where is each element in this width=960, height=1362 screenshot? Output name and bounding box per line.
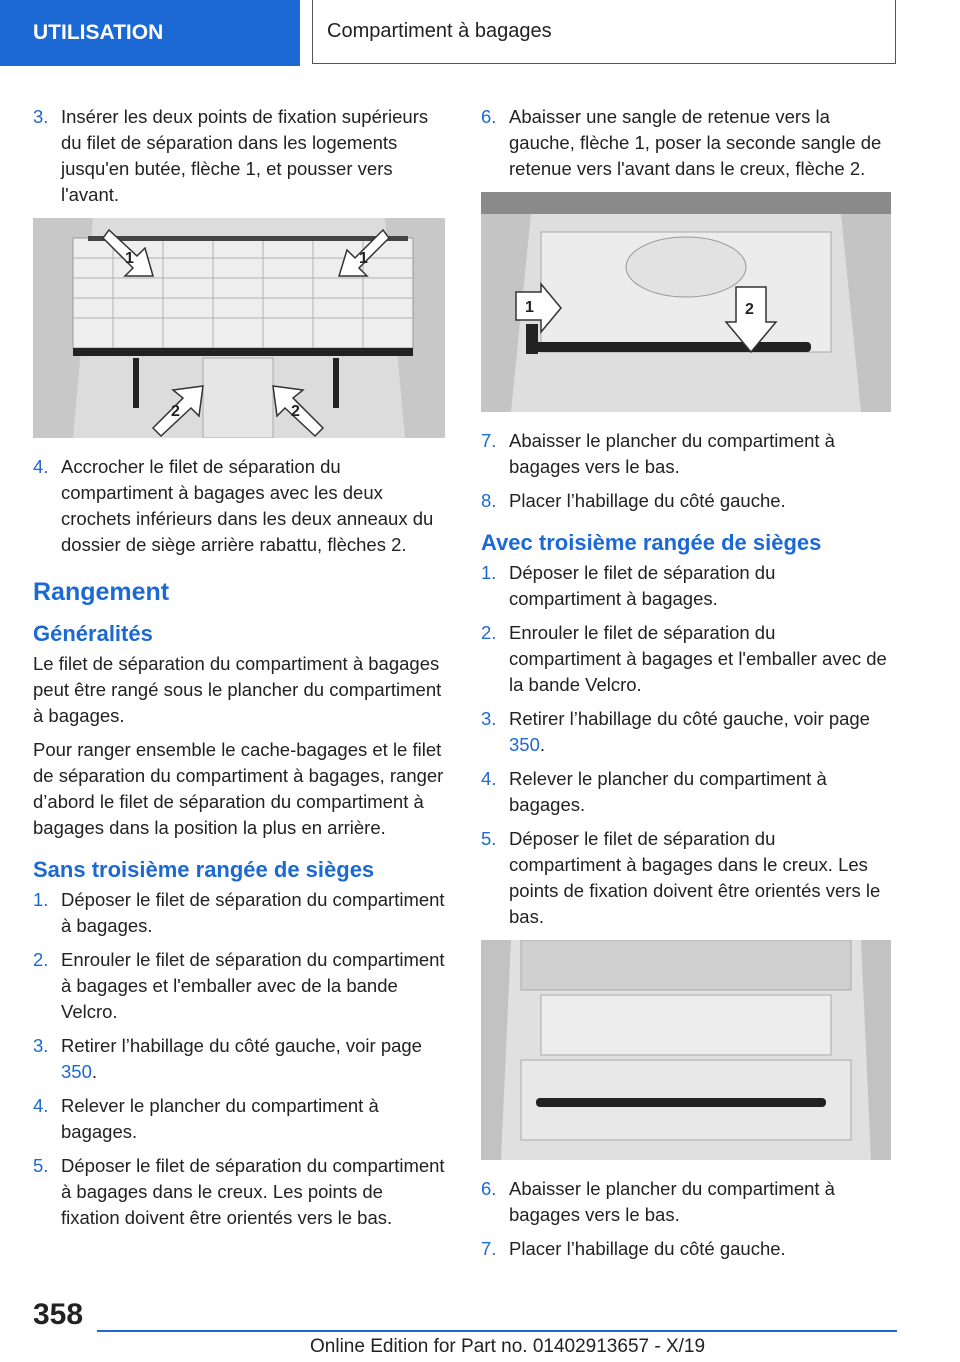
footer-edition: Online Edition for Part no. 01402913657 … (310, 1336, 706, 1357)
heading-rangement: Rangement (33, 578, 170, 606)
step-text: Déposer le filet de séparation du compar… (509, 562, 776, 609)
step-text: Accrocher le filet de séparation du comp… (61, 456, 434, 555)
footer-divider (97, 1330, 897, 1332)
figure-label: 2 (745, 301, 754, 318)
section-tab: UTILISATION (0, 0, 300, 66)
step-text: Abaisser une sangle de retenue vers la g… (509, 106, 882, 179)
section-title: UTILISATION (33, 21, 164, 44)
step-text: Relever le plancher du compartiment à ba… (509, 768, 827, 815)
list-item: 1. Déposer le filet de séparation du com… (33, 887, 445, 939)
figure-label: 2 (171, 403, 180, 420)
list-item: 6. Abaisser une sangle de retenue vers l… (481, 104, 891, 182)
arrow-icon (102, 228, 154, 277)
step-text: Retirer l’habillage du côté gauche, voir… (509, 708, 870, 755)
figure-label: 1 (359, 250, 368, 267)
list-item: 4. Accrocher le filet de séparation du c… (33, 454, 445, 558)
list-item: 5. Déposer le filet de séparation du com… (481, 826, 891, 930)
step-number: 4. (33, 456, 49, 477)
step-text: Enrouler le filet de séparation du compa… (61, 949, 445, 1022)
step-number: 7. (481, 1238, 497, 1259)
arrow-icon (724, 286, 778, 354)
figure-label: 1 (525, 299, 534, 316)
list-item: 7. Placer l’habillage du côté gauche. (481, 1236, 891, 1262)
list-item: 1. Déposer le filet de séparation du com… (481, 560, 891, 612)
list-item: 3. Retirer l’habillage du côté gauche, v… (33, 1033, 445, 1085)
step-number: 6. (481, 1178, 497, 1199)
step-number: 1. (33, 889, 49, 910)
topic-title: Compartiment à bagages (327, 20, 552, 42)
step-text: Abaisser le plancher du compartiment à b… (509, 1178, 835, 1225)
step-number: 5. (481, 828, 497, 849)
step-text: Placer l’habillage du côté gauche. (509, 490, 786, 511)
arrow-icon (151, 385, 204, 438)
arrow-icon (337, 228, 390, 277)
step-number: 8. (481, 490, 497, 511)
step-number: 6. (481, 106, 497, 127)
step-text: Abaisser le plancher du compartiment à b… (509, 430, 835, 477)
list-item: 7. Abaisser le plancher du compartiment … (481, 428, 891, 480)
step-number: 5. (33, 1155, 49, 1176)
step-text: Déposer le filet de séparation du compar… (61, 889, 445, 936)
step-text: Enrouler le filet de séparation du compa… (509, 622, 887, 695)
step-text: Retirer l’habillage du côté gauche, voir… (61, 1035, 422, 1082)
figure-label: 1 (125, 250, 134, 267)
step-number: 3. (33, 106, 49, 127)
heading-generalites: Généralités (33, 621, 153, 646)
step-text: Placer l’habillage du côté gauche. (509, 1238, 786, 1259)
page-link[interactable]: 350 (509, 734, 540, 755)
list-item: 8. Placer l’habillage du côté gauche. (481, 488, 891, 514)
step-number: 2. (481, 622, 497, 643)
step-text: Relever le plancher du compartiment à ba… (61, 1095, 379, 1142)
paragraph: Le filet de séparation du compartiment à… (33, 653, 442, 726)
step-number: 4. (481, 768, 497, 789)
list-item: 2. Enrouler le filet de séparation du co… (33, 947, 445, 1025)
topic-header: Compartiment à bagages (312, 0, 896, 64)
list-item: 4. Relever le plancher du compartiment à… (481, 766, 891, 818)
step-number: 3. (481, 708, 497, 729)
step-number: 4. (33, 1095, 49, 1116)
figure-net-installation: 1 1 2 2 (33, 218, 445, 438)
step-text: Insérer les deux points de fixation supé… (61, 106, 429, 205)
heading-sans-troisieme-rangee: Sans troisième rangée de sièges (33, 857, 375, 882)
step-number: 2. (33, 949, 49, 970)
step-text: Déposer le filet de séparation du compar… (61, 1155, 445, 1228)
figure-straps-in-recess: 1 2 (481, 192, 891, 412)
figure-label: 2 (291, 403, 300, 420)
step-text: Déposer le filet de séparation du compar… (509, 828, 881, 927)
step-number: 3. (33, 1035, 49, 1056)
figure-third-row-storage (481, 940, 891, 1160)
list-item: 2. Enrouler le filet de séparation du co… (481, 620, 891, 698)
arrow-icon (515, 281, 562, 335)
step-number: 7. (481, 430, 497, 451)
list-item: 6. Abaisser le plancher du compartiment … (481, 1176, 891, 1228)
step-number: 1. (481, 562, 497, 583)
list-item: 3. Retirer l’habillage du côté gauche, v… (481, 706, 891, 758)
list-item: 5. Déposer le filet de séparation du com… (33, 1153, 445, 1231)
page-link[interactable]: 350 (61, 1061, 92, 1082)
list-item: 3. Insérer les deux points de fixation s… (33, 104, 445, 208)
heading-avec-troisieme-rangee: Avec troisième rangée de sièges (481, 530, 822, 555)
arrow-icon (272, 385, 325, 438)
left-column: 3. Insérer les deux points de fixation s… (33, 104, 445, 1239)
paragraph: Pour ranger ensemble le cache-bagages et… (33, 739, 444, 838)
list-item: 4. Relever le plancher du compartiment à… (33, 1093, 445, 1145)
right-column: 6. Abaisser une sangle de retenue vers l… (481, 104, 891, 1270)
page-number: 358 (33, 1298, 84, 1331)
